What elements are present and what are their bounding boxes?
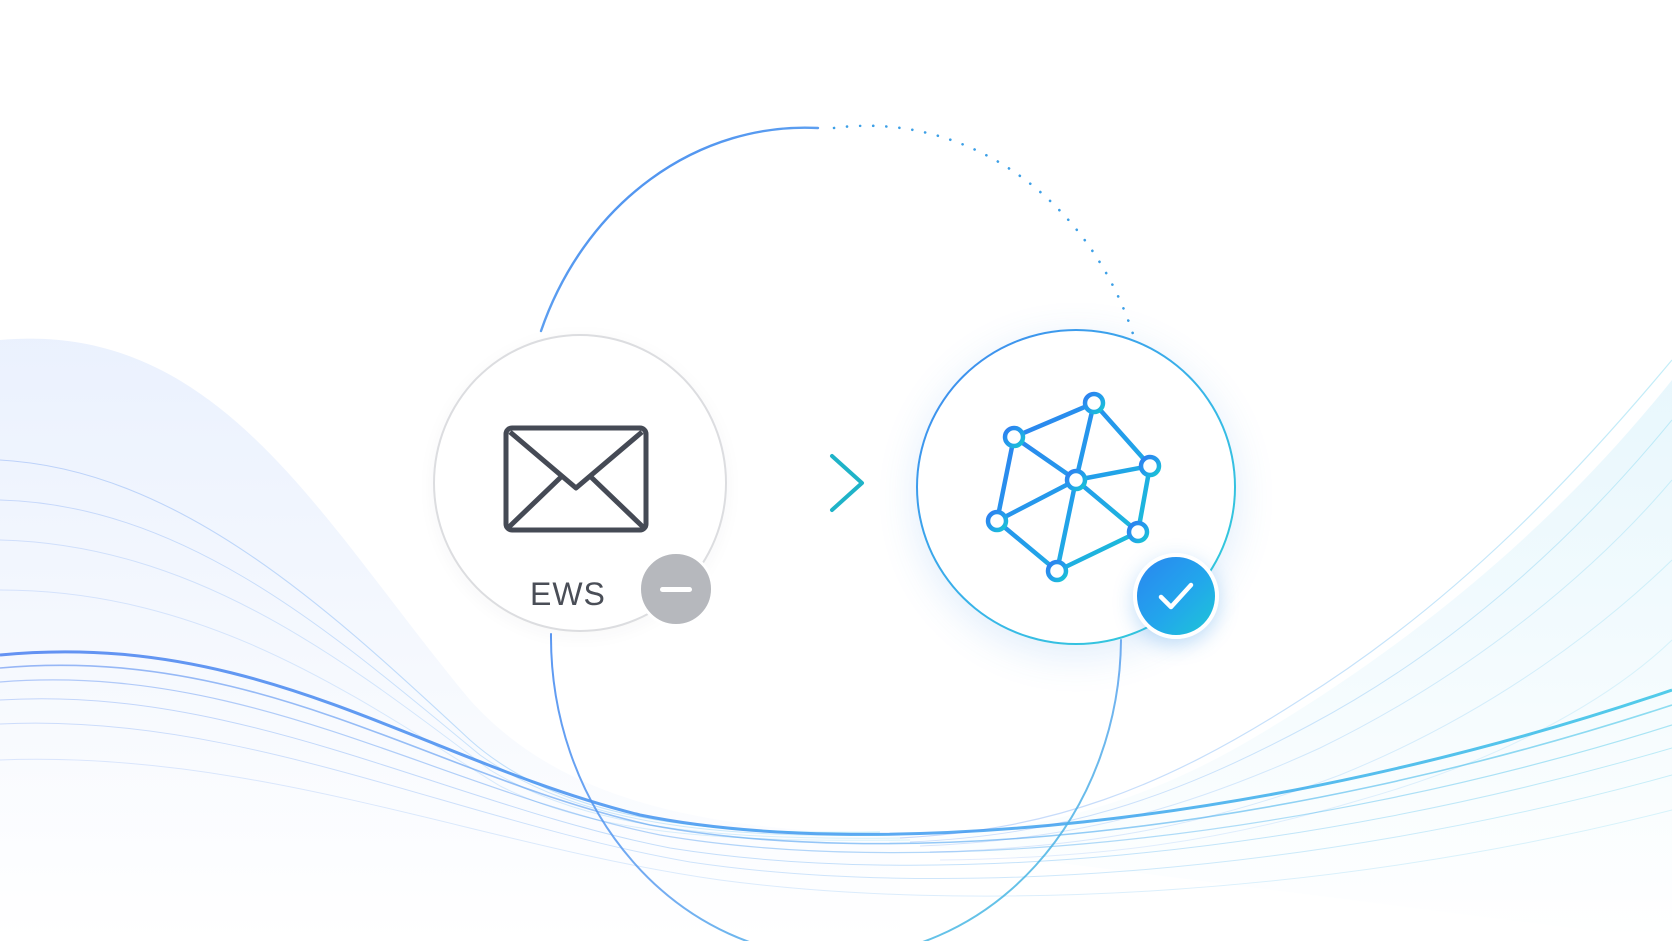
source-label: EWS [530,576,606,612]
mail-icon [503,425,649,533]
network-graph-icon [985,391,1162,583]
arrow-right-icon [758,454,864,512]
minus-icon [660,587,692,592]
success-badge [1133,553,1219,639]
deprecated-badge [638,551,714,627]
check-icon [1158,582,1194,610]
